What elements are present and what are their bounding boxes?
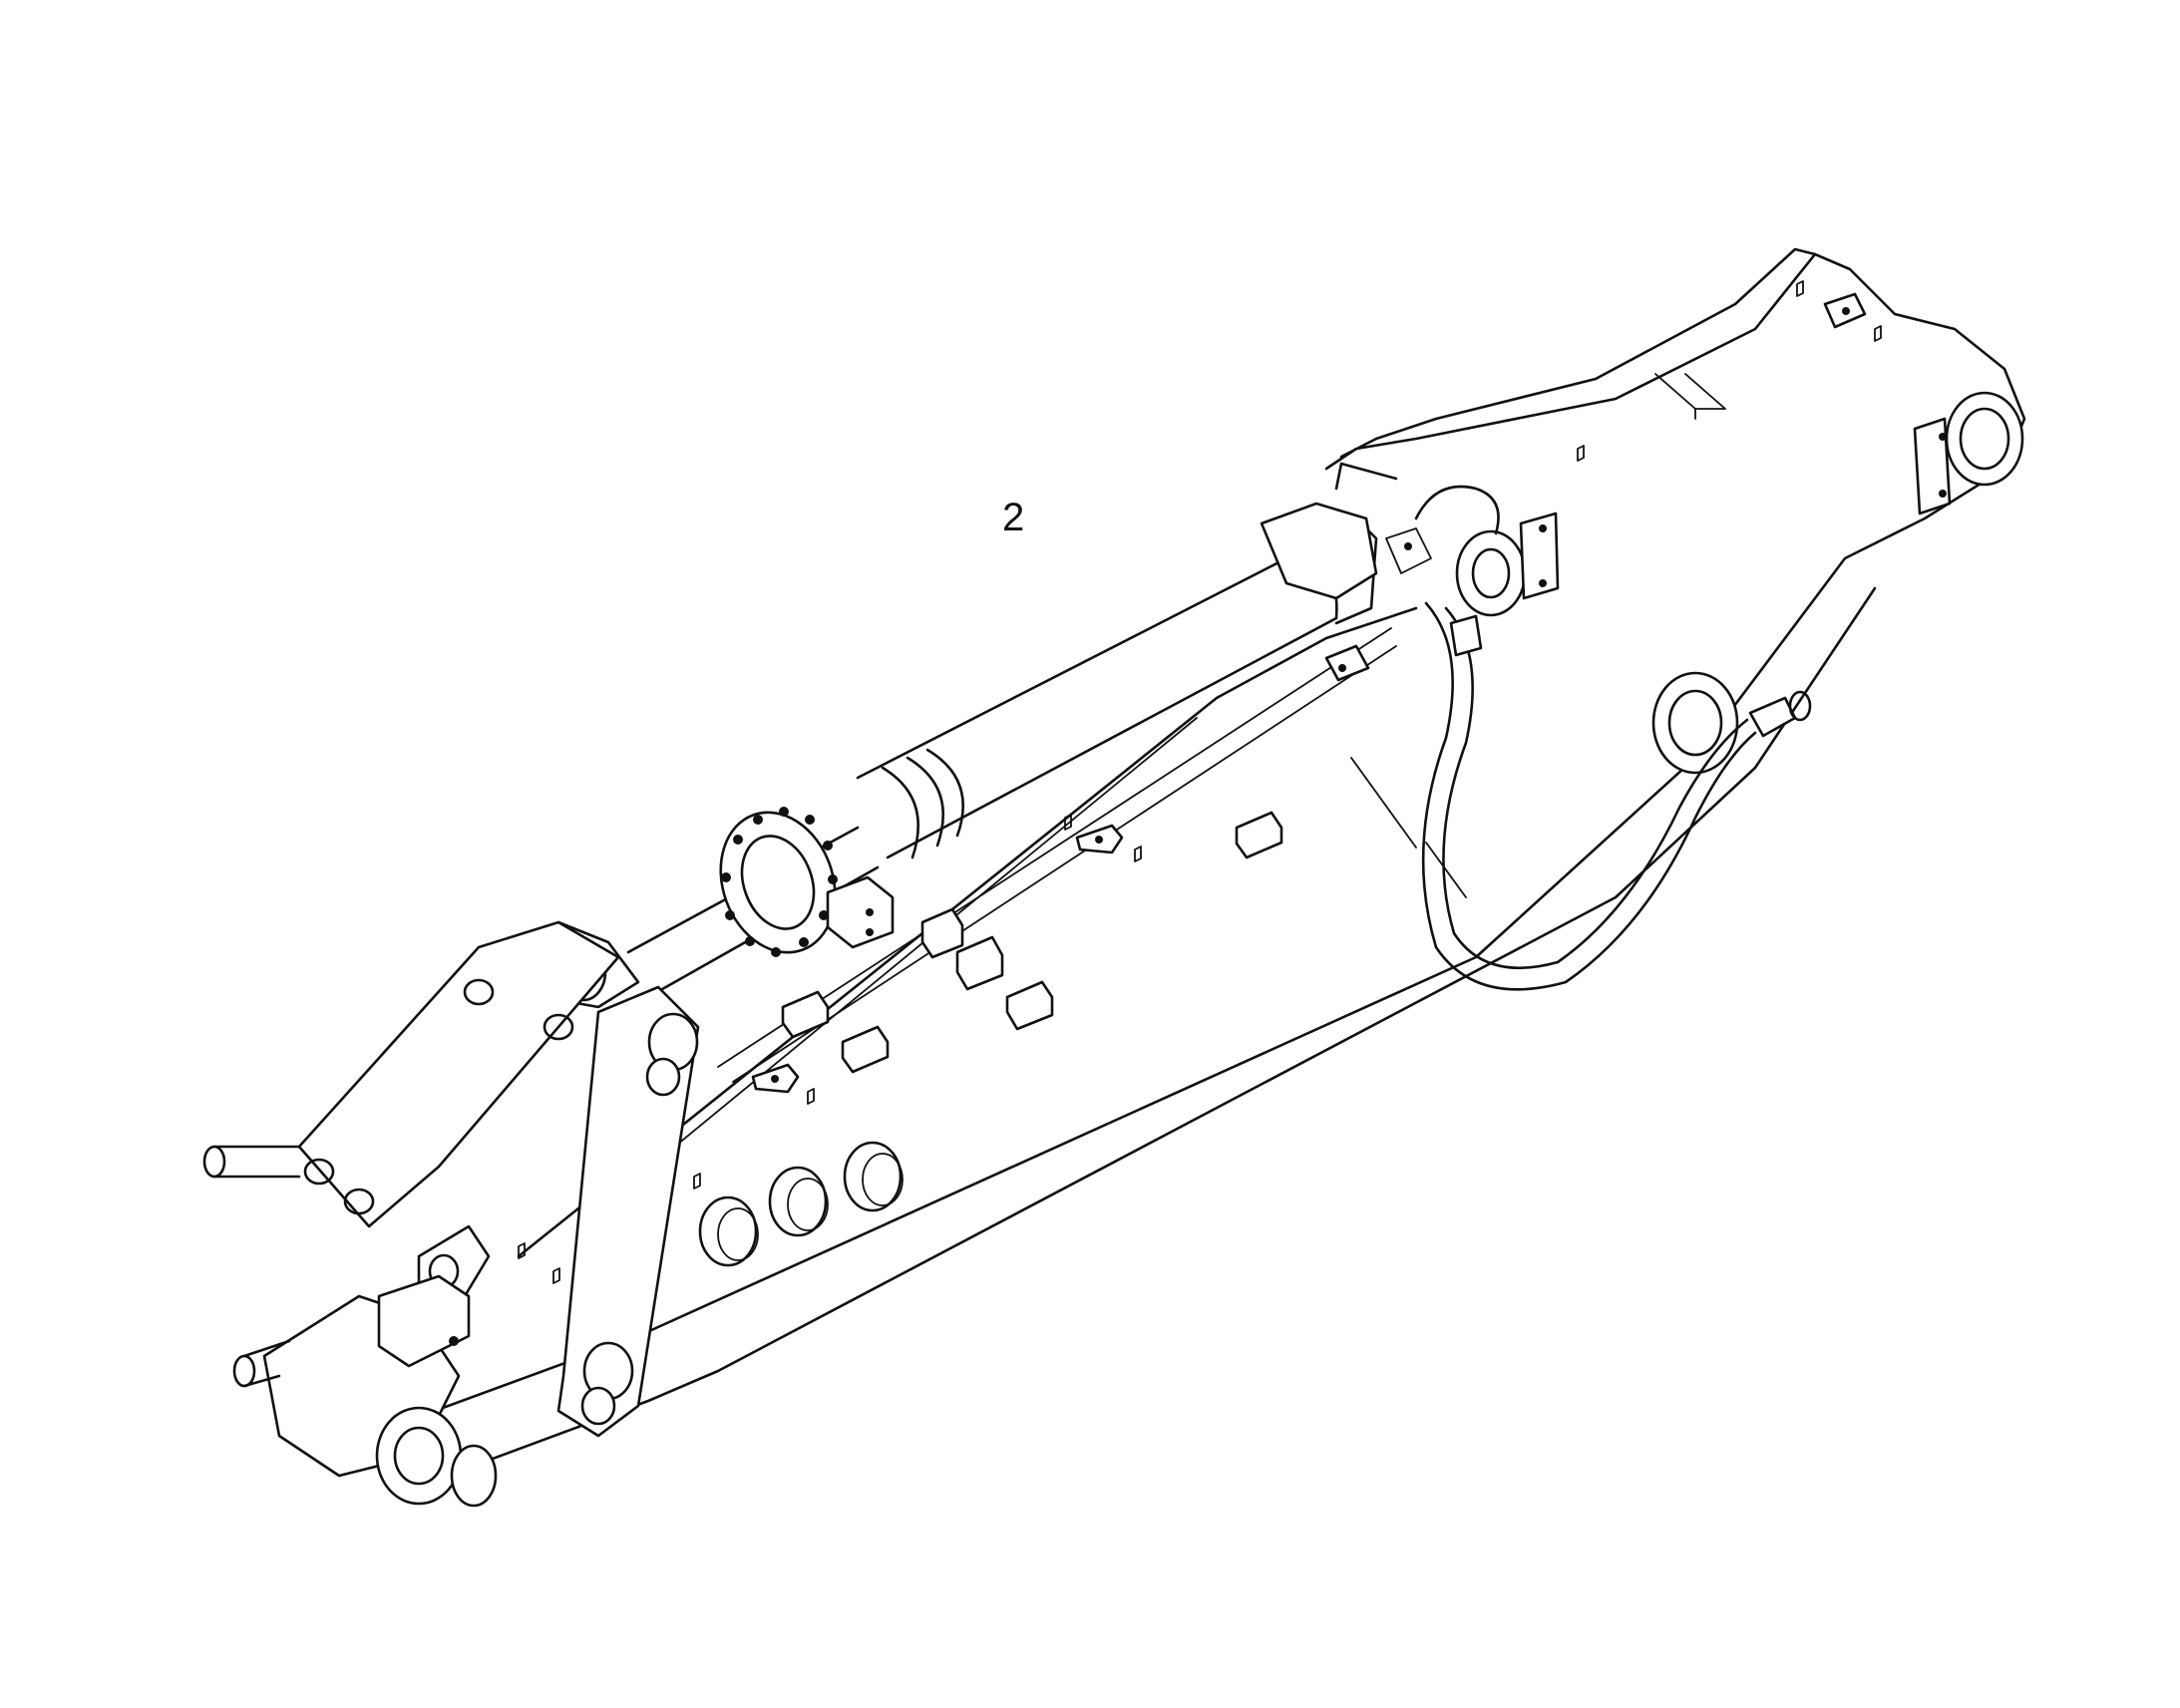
inspection-caps xyxy=(698,1141,904,1267)
hydraulic-hoses xyxy=(717,601,1812,1083)
part-callout-2: 2 xyxy=(1002,496,1024,539)
hydraulic-cylinder xyxy=(497,462,1560,1009)
flange-bolts xyxy=(721,807,838,957)
bucket-linkage xyxy=(202,920,700,1508)
mounting-pads xyxy=(518,280,1882,1284)
